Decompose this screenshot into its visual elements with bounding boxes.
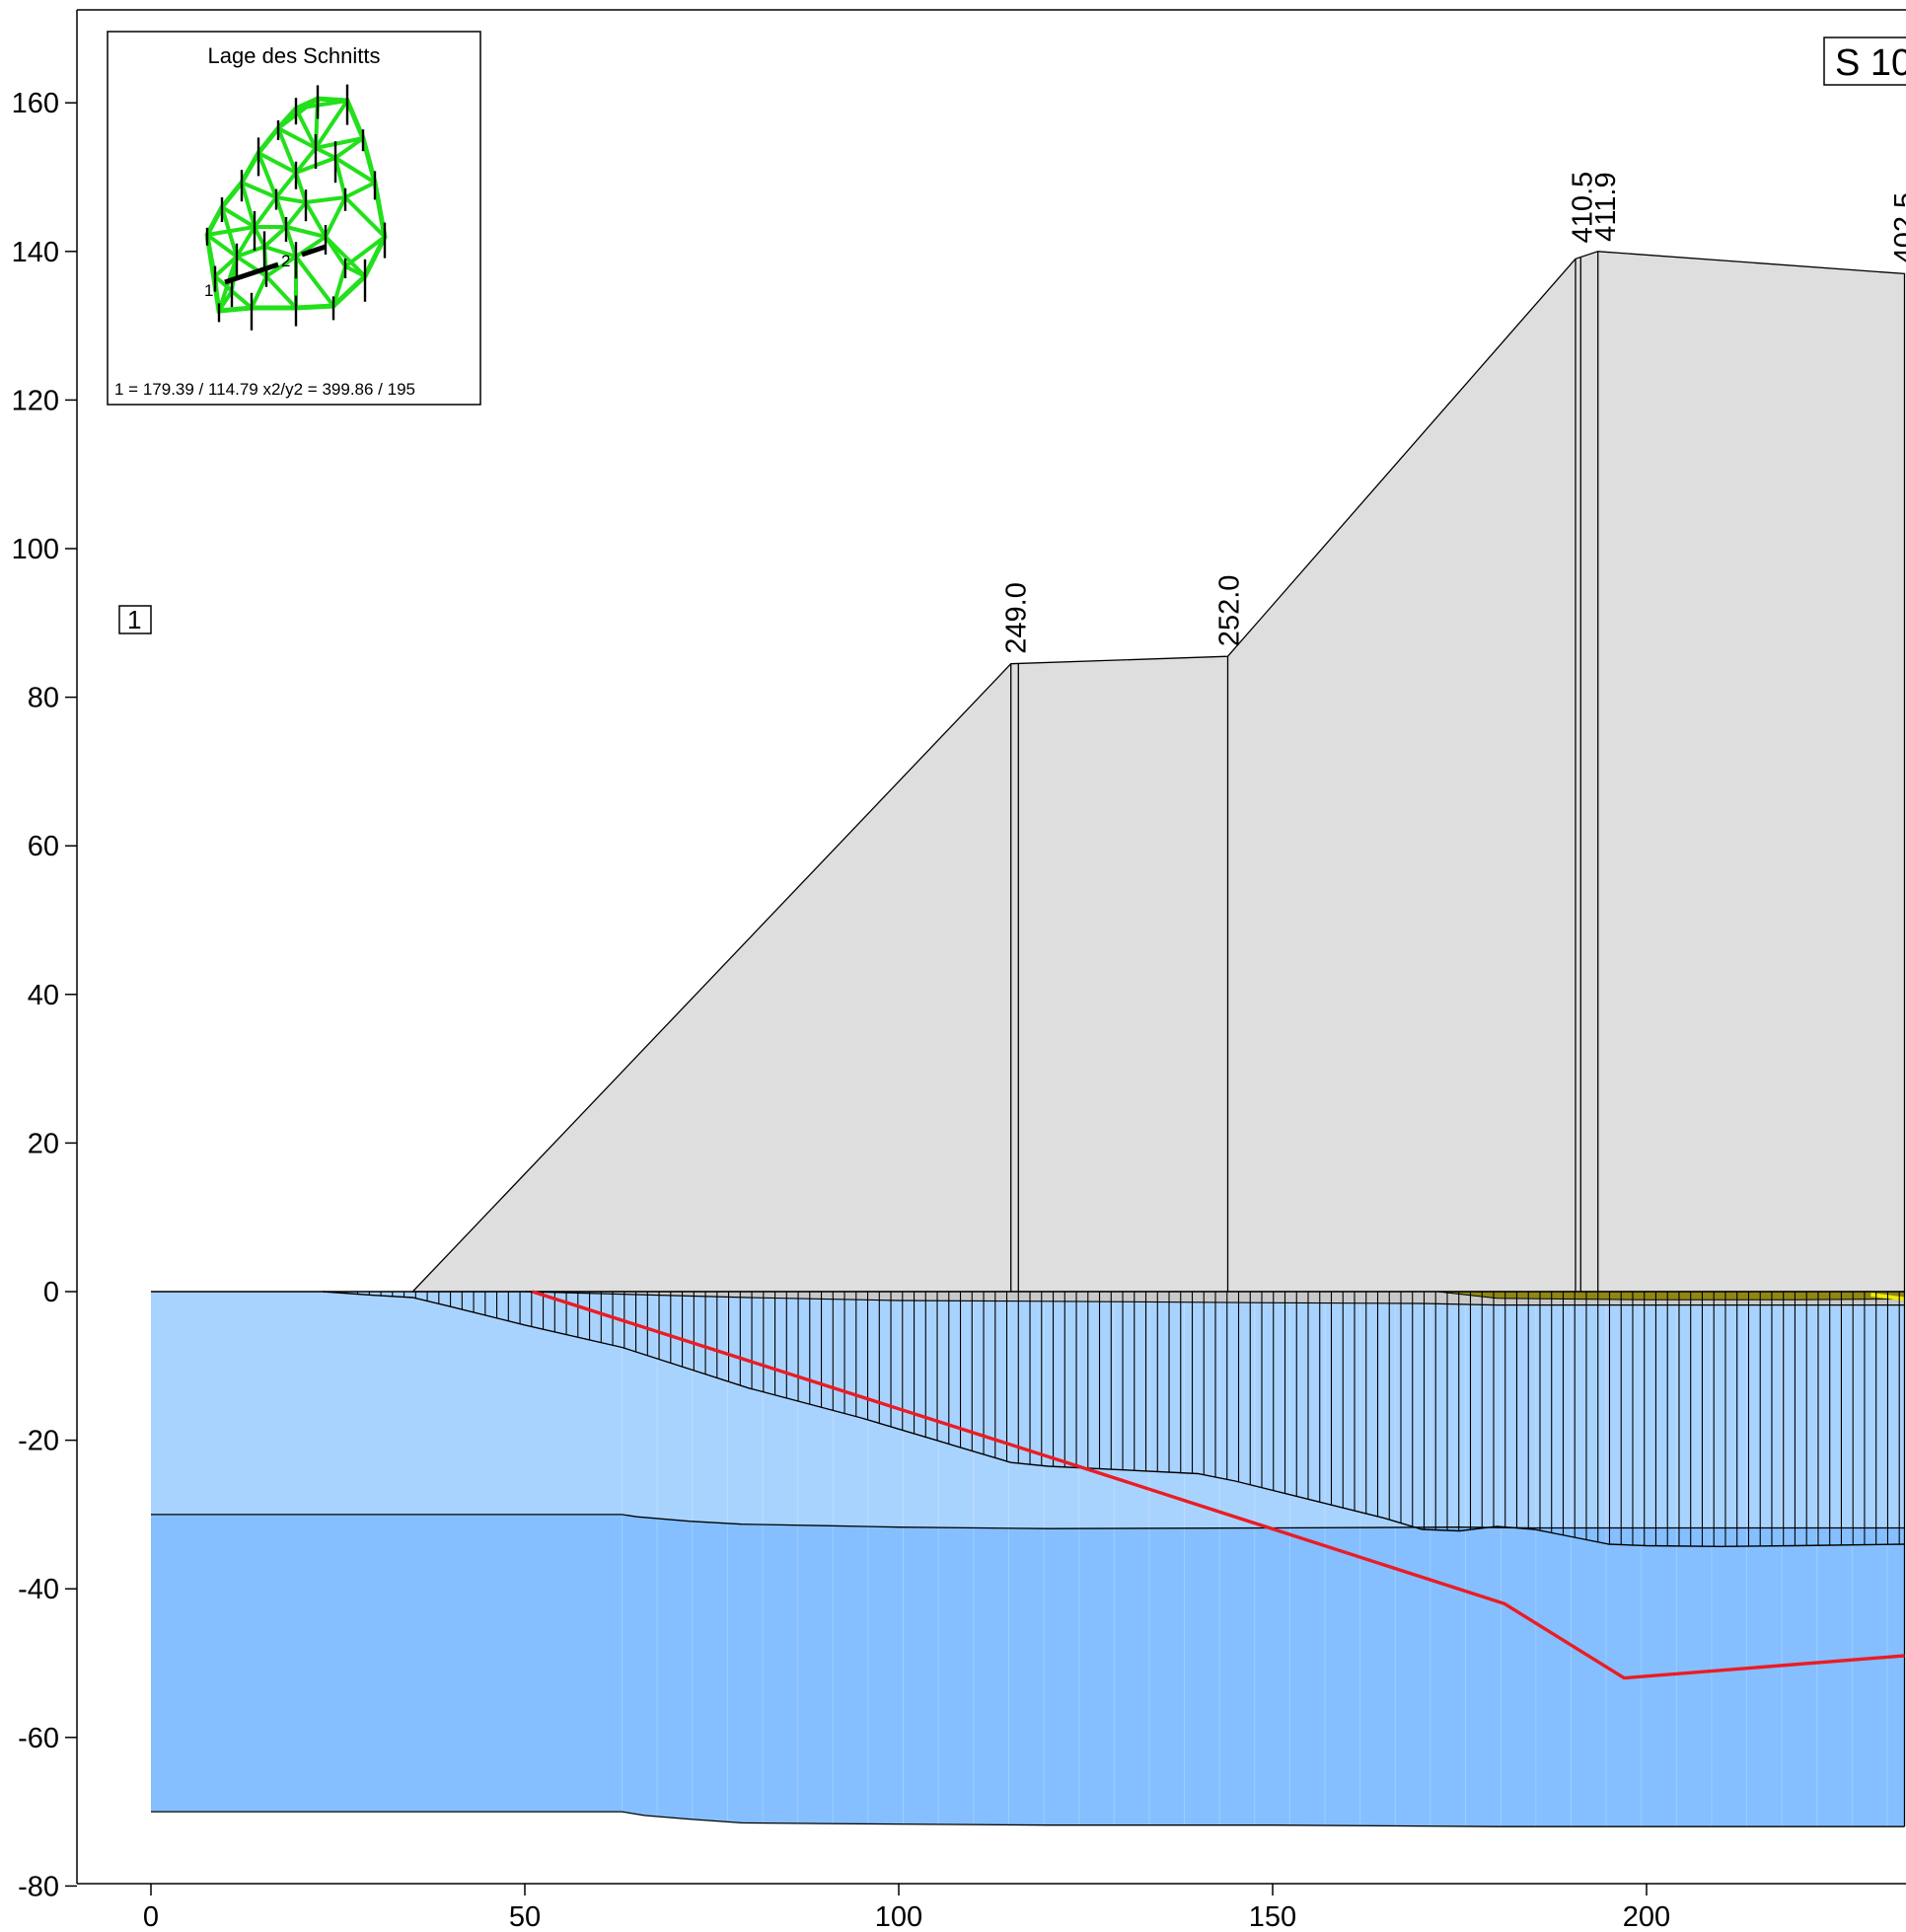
mesh-edge <box>304 200 328 239</box>
section-line-1 <box>224 261 279 285</box>
load-label: 249.0 <box>1000 582 1032 654</box>
y-tick-label: -20 <box>18 1426 59 1457</box>
mesh-edge <box>257 151 278 199</box>
plot-area <box>151 251 1906 1827</box>
x-tick-label: 0 <box>143 1901 159 1932</box>
mesh-edge <box>235 245 266 259</box>
mesh-edge <box>343 181 377 199</box>
inset-mesh <box>204 84 388 331</box>
inset-location-map: Lage des Schnitts 1 2 1 = 179.39 / 114.7… <box>107 31 481 406</box>
y-tick-label: 100 <box>12 534 59 565</box>
mesh-edge <box>294 107 318 150</box>
mesh-edge <box>284 225 298 259</box>
mesh-edge <box>276 126 298 175</box>
mesh-edge <box>274 195 288 229</box>
layer-badge-text: 1 <box>127 605 141 634</box>
mesh-edge <box>220 205 257 229</box>
layer-badge: 1 <box>118 605 152 634</box>
y-tick-label: -80 <box>18 1871 59 1902</box>
red-critical-line <box>532 1290 1905 1680</box>
mesh-edge <box>294 235 328 259</box>
soil-mesh-lines <box>622 1292 1888 1827</box>
mesh-edge <box>333 136 365 160</box>
y-tick-label: 160 <box>12 88 59 119</box>
mesh-edge <box>250 274 268 310</box>
mesh-edge <box>274 195 308 204</box>
mesh-edge <box>294 255 335 308</box>
layer-boundary-2 <box>151 1811 1905 1827</box>
inset-point-2: 2 <box>281 252 290 270</box>
load-label: 410.5 <box>1567 172 1598 244</box>
x-tick-label: 50 <box>509 1901 541 1932</box>
olive-layer <box>1436 1291 1905 1300</box>
embankment-fill <box>410 251 1906 1293</box>
mesh-edge <box>284 225 328 239</box>
surface-fill-bottom <box>524 1291 1905 1306</box>
mesh-edge <box>220 205 239 259</box>
mesh-edge <box>240 181 257 229</box>
section-label: S 10 <box>1835 42 1906 84</box>
inset-coordinates: 1 = 179.39 / 114.79 x2/y2 = 399.86 / 195 <box>114 380 415 399</box>
mesh-edge <box>333 156 377 185</box>
mesh-edge <box>324 235 347 268</box>
inset-title: Lage des Schnitts <box>208 43 381 68</box>
y-tick-label: 140 <box>12 237 59 268</box>
x-tick-label: 200 <box>1623 1901 1670 1932</box>
section-label-box: S 10 <box>1823 37 1906 86</box>
mesh-edge <box>262 245 298 259</box>
mesh-edge <box>274 171 298 199</box>
mesh-edge <box>213 255 239 278</box>
mesh-edge <box>324 195 347 239</box>
x-tick-label: 100 <box>875 1901 922 1932</box>
settlement-hatch <box>333 1292 1900 1547</box>
y-tick-label: 20 <box>28 1128 59 1159</box>
mesh-edge <box>235 225 257 259</box>
mesh-edge <box>304 195 347 204</box>
mesh-edge <box>284 200 308 229</box>
y-tick-label: 40 <box>28 980 59 1011</box>
load-label: 402.5 <box>1889 192 1906 264</box>
mesh-edge <box>294 171 308 204</box>
mesh-edge <box>314 146 337 160</box>
mesh-edge <box>333 156 347 199</box>
mesh-edge <box>314 99 349 150</box>
mesh-edge <box>253 195 278 229</box>
mesh-edge <box>276 126 318 150</box>
load-label: 411.9 <box>1590 172 1622 241</box>
mesh-edge <box>257 151 298 175</box>
mesh-edge <box>262 225 288 249</box>
mesh-edge <box>213 274 234 293</box>
mesh-edge <box>240 181 278 199</box>
mesh-edge <box>253 225 266 249</box>
mesh-edge <box>264 274 298 310</box>
soil-layer-1 <box>151 1292 1905 1529</box>
mesh-edge <box>235 255 268 278</box>
y-tick-label: -40 <box>18 1574 59 1605</box>
section-line-2 <box>301 244 327 258</box>
mesh-edge <box>230 289 254 310</box>
layer-boundary-1 <box>151 1514 1905 1529</box>
y-tick-label: 120 <box>12 385 59 416</box>
load-label: 252.0 <box>1214 575 1246 647</box>
y-tick-label: 0 <box>43 1277 59 1308</box>
settlement-envelope <box>323 1291 1905 1548</box>
y-tick-label: 80 <box>28 683 59 714</box>
mesh-edge <box>294 146 318 175</box>
axis-ticks: -80 -60 -40 -20 0 20 40 60 80 100 120 140 160 0 50 100 1… <box>12 88 1671 1932</box>
mesh-edge <box>205 233 239 259</box>
y-tick-label: -60 <box>18 1723 59 1754</box>
y-tick-label: 60 <box>28 831 59 862</box>
mesh-edge <box>331 264 347 308</box>
mesh-edge <box>343 195 387 239</box>
mesh-edge <box>264 255 298 278</box>
inset-point-1: 1 <box>204 281 213 300</box>
axes-frame <box>76 9 1906 1885</box>
x-tick-label: 150 <box>1249 1901 1296 1932</box>
mesh-edge <box>314 136 365 150</box>
